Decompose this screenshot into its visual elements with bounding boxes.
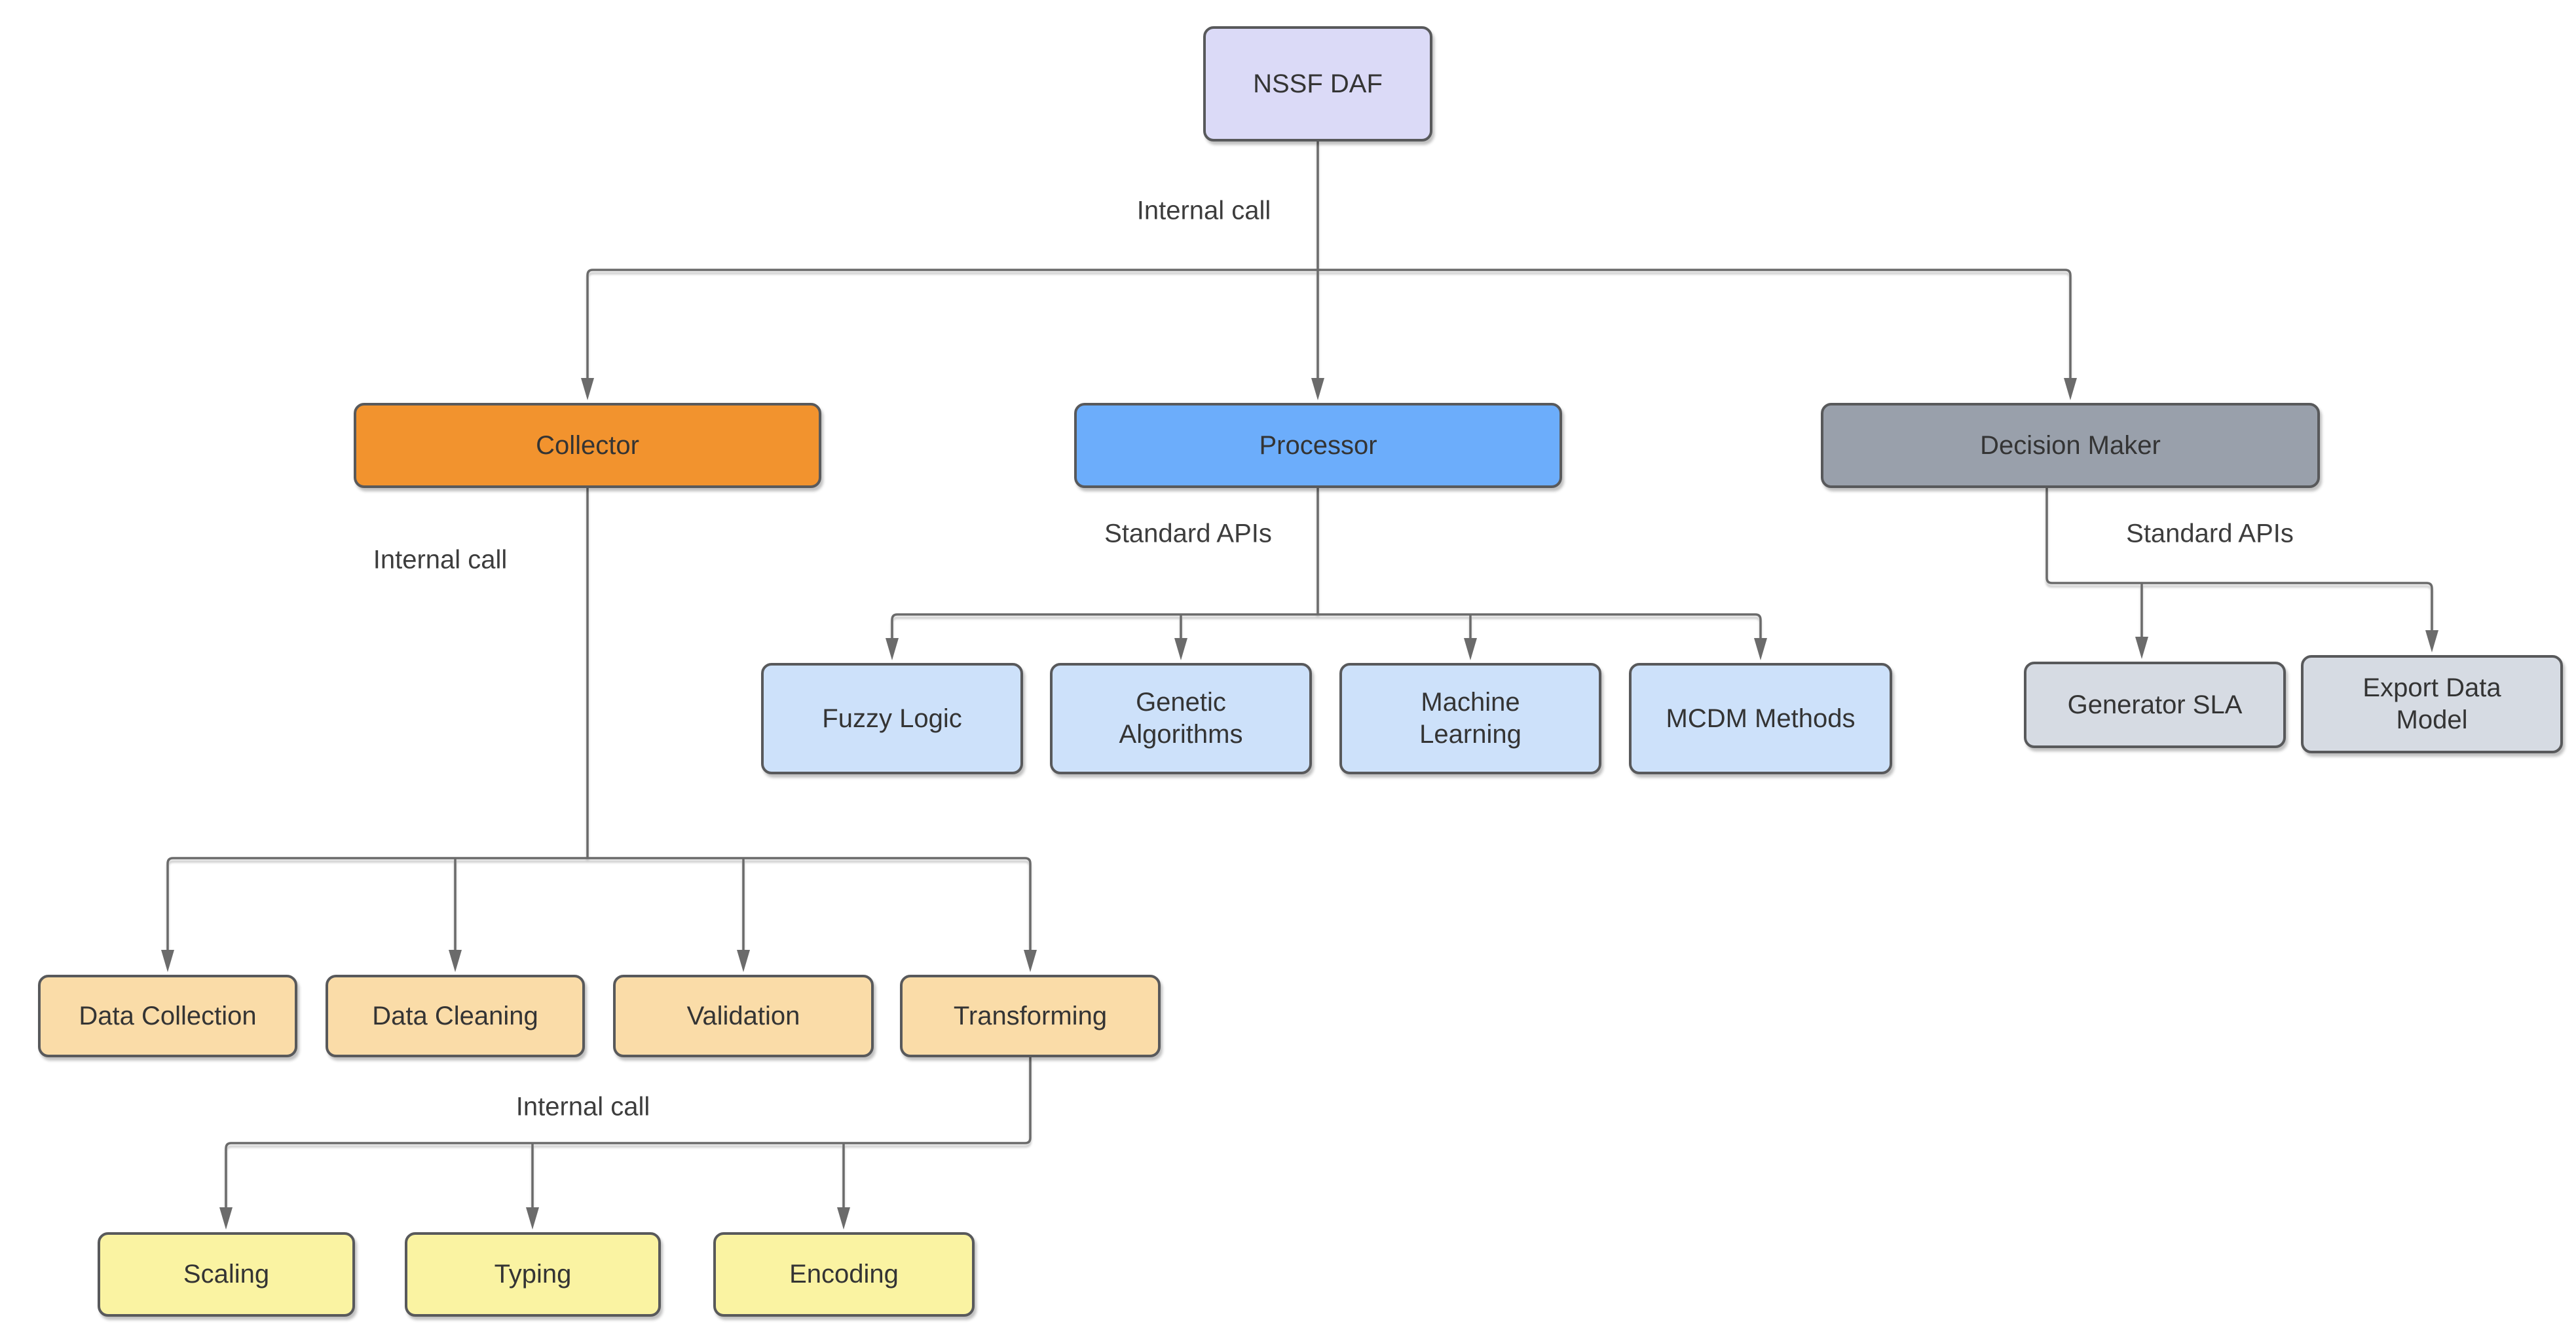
node-generator-sla: Generator SLA	[2024, 662, 2286, 748]
node-collector: Collector	[354, 403, 821, 488]
node-processor: Processor	[1074, 403, 1562, 488]
node-decision-maker: Decision Maker	[1821, 403, 2320, 488]
node-label: Fuzzy Logic	[822, 704, 962, 733]
arrowhead-icon	[737, 950, 750, 972]
arrowhead-icon	[219, 1207, 233, 1230]
arrowhead-icon	[526, 1207, 539, 1230]
arrowhead-icon	[1024, 950, 1037, 972]
node-label: MCDM Methods	[1666, 704, 1856, 733]
edge-label-standard-apis-processor: Standard APIs	[1098, 518, 1279, 550]
arrowhead-icon	[1754, 638, 1767, 660]
arrowhead-icon	[1174, 638, 1187, 660]
arrowhead-icon	[449, 950, 462, 972]
edge-label-standard-apis-decision-maker: Standard APIs	[2119, 518, 2300, 550]
node-label: Export Data Model	[2362, 673, 2501, 734]
edge-level1-branch	[586, 269, 2072, 378]
node-label: Genetic Algorithms	[1119, 688, 1243, 749]
node-label: Decision Maker	[1980, 430, 2161, 460]
arrowhead-icon	[837, 1207, 850, 1230]
node-label: Transforming	[953, 1001, 1108, 1030]
node-transforming: Transforming	[900, 975, 1161, 1057]
node-data-collection: Data Collection	[38, 975, 297, 1057]
arrowhead-icon	[886, 638, 899, 660]
arrowhead-icon	[1311, 378, 1324, 400]
node-label: Scaling	[183, 1260, 270, 1289]
node-label: Processor	[1259, 430, 1377, 460]
node-typing: Typing	[405, 1232, 661, 1317]
edge-label-internal-call-transforming: Internal call	[509, 1091, 657, 1123]
node-machine-learning: Machine Learning	[1339, 663, 1601, 774]
node-nssf-daf: NSSF DAF	[1203, 26, 1432, 141]
node-export-data-model: Export Data Model	[2301, 655, 2563, 753]
node-label: Machine Learning	[1419, 688, 1521, 749]
node-label: Typing	[494, 1260, 572, 1289]
edge-collector-branch	[166, 857, 1032, 950]
arrowheads	[161, 378, 2438, 1230]
arrowhead-icon	[581, 378, 594, 400]
node-label: Data Collection	[79, 1001, 257, 1030]
node-mcdm-methods: MCDM Methods	[1629, 663, 1892, 774]
arrowhead-icon	[1464, 638, 1477, 660]
node-label: Data Cleaning	[372, 1001, 538, 1030]
edge-label-internal-call-root: Internal call	[1130, 195, 1278, 227]
node-validation: Validation	[613, 975, 874, 1057]
node-label: NSSF DAF	[1253, 69, 1383, 98]
arrowhead-icon	[2425, 630, 2438, 652]
node-label: Collector	[536, 430, 639, 460]
node-label: Encoding	[789, 1260, 899, 1289]
node-label: Generator SLA	[2067, 690, 2243, 719]
edge-processor-branch	[891, 613, 1762, 638]
arrowhead-icon	[2064, 378, 2077, 400]
arrowhead-icon	[2135, 637, 2148, 659]
arrowhead-icon	[161, 950, 174, 972]
node-fuzzy-logic: Fuzzy Logic	[761, 663, 1023, 774]
node-scaling: Scaling	[98, 1232, 355, 1317]
node-label: Validation	[686, 1001, 800, 1030]
node-genetic-algorithms: Genetic Algorithms	[1050, 663, 1312, 774]
node-encoding: Encoding	[713, 1232, 975, 1317]
edge-transforming-branch	[225, 1057, 1032, 1207]
node-data-cleaning: Data Cleaning	[326, 975, 585, 1057]
edge-decisionmaker-branch	[2045, 488, 2433, 630]
edge-label-internal-call-collector: Internal call	[366, 544, 514, 576]
